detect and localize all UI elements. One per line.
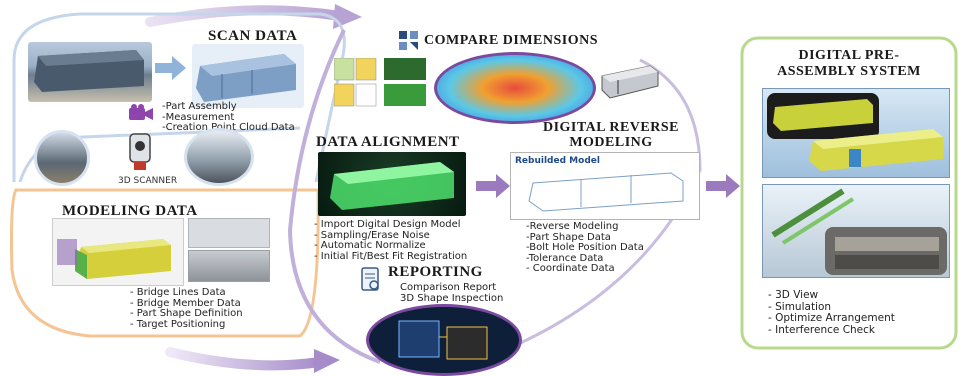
preassembly-list: - 3D View - Simulation - Optimize Arrang… <box>768 289 895 336</box>
alignment-item: - Automatic Normalize <box>314 240 426 251</box>
modeling-frame <box>10 188 320 338</box>
modeling-data-title: MODELING DATA <box>62 203 198 219</box>
modeling-data-list: - Bridge Lines Data - Bridge Member Data… <box>130 287 243 330</box>
bottom-flow-arrow <box>165 347 325 371</box>
bridge-member-render-1 <box>188 218 270 248</box>
scan-item: -Creation Point Cloud Data <box>162 122 295 133</box>
reverse-item: -Bolt Hole Position Data <box>526 242 644 253</box>
girder-3d-model <box>598 60 662 108</box>
preassembly-title: DIGITAL PRE- ASSEMBLY SYSTEM <box>746 48 952 80</box>
report-document-icon <box>360 266 382 292</box>
reverse-item: - Coordinate Data <box>526 263 615 274</box>
reverse-title-line2: MODELING <box>569 135 653 150</box>
modeling-item: - Bridge Member Data <box>130 297 241 309</box>
scanner-caption: 3D SCANNER <box>118 176 178 186</box>
reporting-item: Comparison Report <box>400 282 497 293</box>
scan-data-list: -Part Assembly -Measurement -Creation Po… <box>162 101 295 134</box>
preassembly-title-line1: DIGITAL PRE- <box>798 48 900 63</box>
reverse-modeling-list: -Reverse Modeling -Part Shape Data -Bolt… <box>526 221 644 275</box>
reverse-item: -Part Shape Data <box>526 231 611 243</box>
alignment-item: - Import Digital Design Model <box>314 219 461 230</box>
preassembly-view-2 <box>762 184 950 278</box>
reporting-list: Comparison Report 3D Shape Inspection <box>400 282 504 304</box>
preassembly-item: - Simulation <box>768 300 832 313</box>
reporting-item: 3D Shape Inspection <box>400 292 504 304</box>
steel-girder-photo <box>28 42 152 102</box>
arrow-scan-right <box>155 56 186 80</box>
compare-thumbnails <box>334 58 430 108</box>
arrow-to-preassembly <box>706 174 740 198</box>
preassembly-view-1 <box>762 88 950 178</box>
report-inspection-ellipse <box>366 304 522 376</box>
compare-dimensions-title: COMPARE DIMENSIONS <box>424 33 599 48</box>
arrow-to-reverse <box>476 174 510 198</box>
alignment-list: - Import Digital Design Model - Sampling… <box>314 219 468 262</box>
point-cloud-scan-image <box>192 44 304 108</box>
worker-photo-circle <box>184 128 254 186</box>
rebuilded-model-panel: Rebuilded Model <box>510 152 700 220</box>
scan-item: -Measurement <box>162 111 235 123</box>
scan-frame <box>12 12 346 183</box>
rebuilded-model-label: Rebuilded Model <box>515 156 600 166</box>
reverse-item: -Reverse Modeling <box>526 221 619 232</box>
bridge-member-render-2 <box>188 250 270 282</box>
3d-scanner-device <box>124 132 156 174</box>
scan-item: -Part Assembly <box>162 101 237 112</box>
preassembly-item: - 3D View <box>768 289 819 301</box>
alignment-item: - Initial Fit/Best Fit Registration <box>314 250 468 262</box>
bridge-model-render <box>52 218 184 286</box>
data-alignment-title: DATA ALIGNMENT <box>316 134 460 150</box>
modeling-item: - Target Positioning <box>130 318 226 330</box>
preassembly-item: - Interference Check <box>768 323 875 336</box>
compare-icon <box>398 30 420 52</box>
alignment-model-render <box>318 152 466 216</box>
scan-data-title: SCAN DATA <box>208 28 298 44</box>
deviation-colormap-ellipse <box>434 52 596 124</box>
alignment-item: - Sampling/Erase Noise <box>314 229 430 241</box>
video-camera-icon <box>128 104 154 122</box>
reverse-modeling-title: DIGITAL REVERSE MODELING <box>516 120 706 150</box>
reverse-item: -Tolerance Data <box>526 252 604 264</box>
modeling-item: - Part Shape Definition <box>130 308 243 319</box>
center-arc <box>287 29 381 364</box>
preassembly-item: - Optimize Arrangement <box>768 312 895 324</box>
top-flow-arrow <box>145 5 345 27</box>
site-photo-circle <box>34 130 90 186</box>
reverse-title-line1: DIGITAL REVERSE <box>542 120 679 135</box>
reporting-title: REPORTING <box>388 264 483 280</box>
preassembly-title-line2: ASSEMBLY SYSTEM <box>777 64 921 79</box>
modeling-item: - Bridge Lines Data <box>130 287 226 298</box>
